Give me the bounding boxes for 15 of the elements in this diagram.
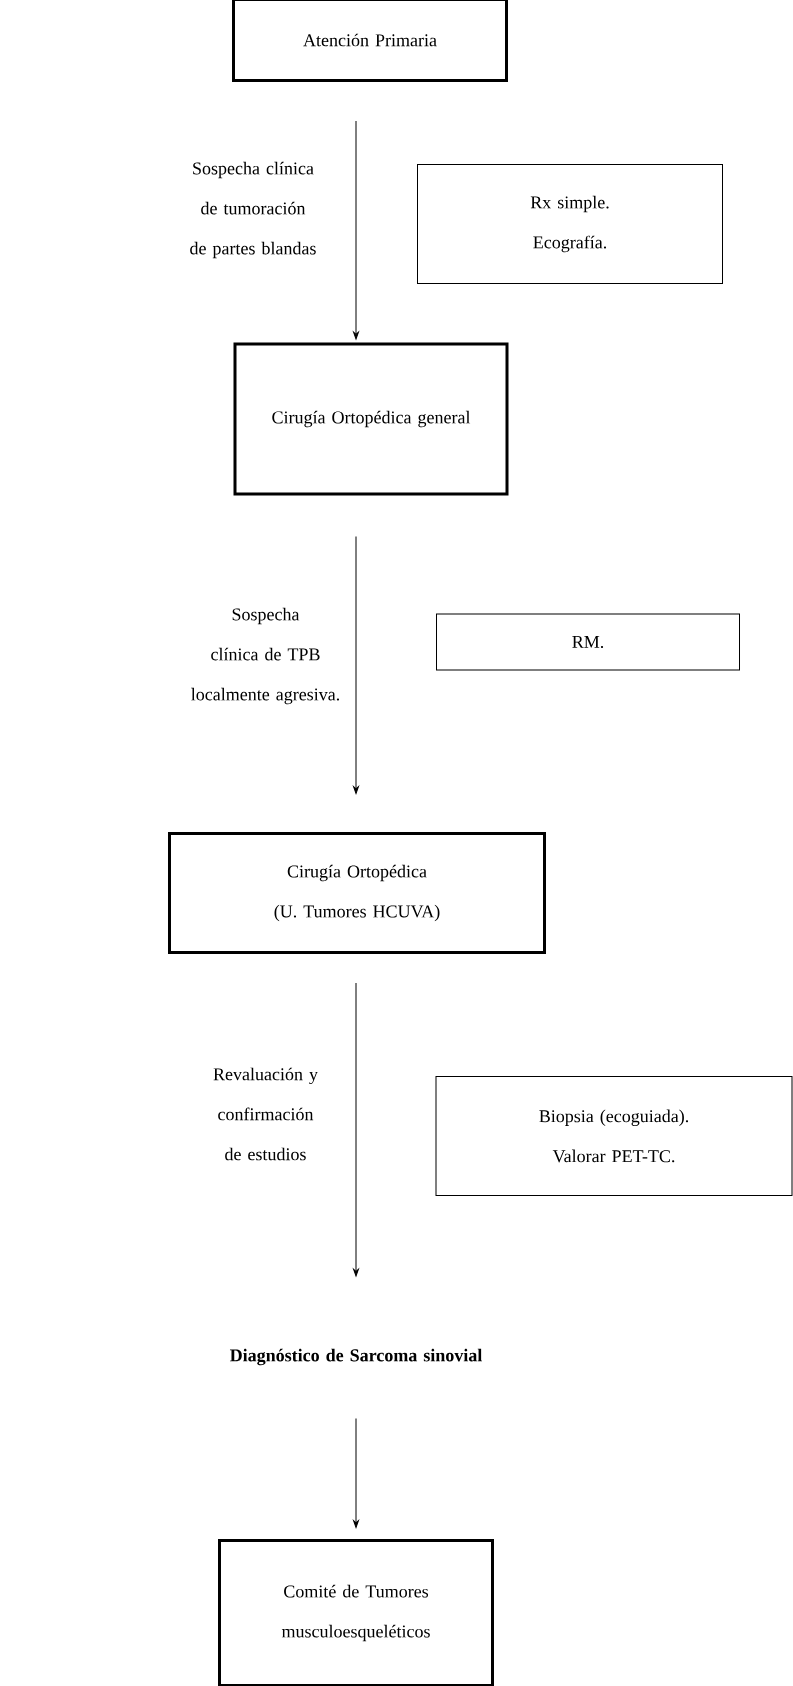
- arrow: [353, 1417, 359, 1528]
- note-box: Biopsia (ecoguiada). Valorar PET-TC.: [435, 1076, 793, 1196]
- process-box: Comité de Tumores musculoesqueléticos: [218, 1539, 494, 1686]
- note-box: Rx simple. Ecografía.: [417, 164, 723, 284]
- process-box: Cirugía Ortopédica (U. Tumores HCUVA): [168, 832, 546, 954]
- edge-label: Sospecha clínica de TPB localmente agresiva.: [191, 607, 339, 705]
- note-box: RM.: [436, 613, 740, 671]
- process-box: Cirugía Ortopédica general: [233, 342, 509, 496]
- edge-label: Sospecha clínica de tumoración de partes blandas: [190, 161, 316, 259]
- arrow: [353, 982, 359, 1277]
- edge-label: Revaluación y confirmación de estudios: [213, 1067, 318, 1161]
- arrow: [353, 120, 359, 340]
- diagnosis-text: Diagnóstico de Sarcoma sinovial: [230, 1348, 482, 1366]
- process-box: Atención Primaria: [232, 0, 508, 82]
- arrow: [353, 536, 359, 794]
